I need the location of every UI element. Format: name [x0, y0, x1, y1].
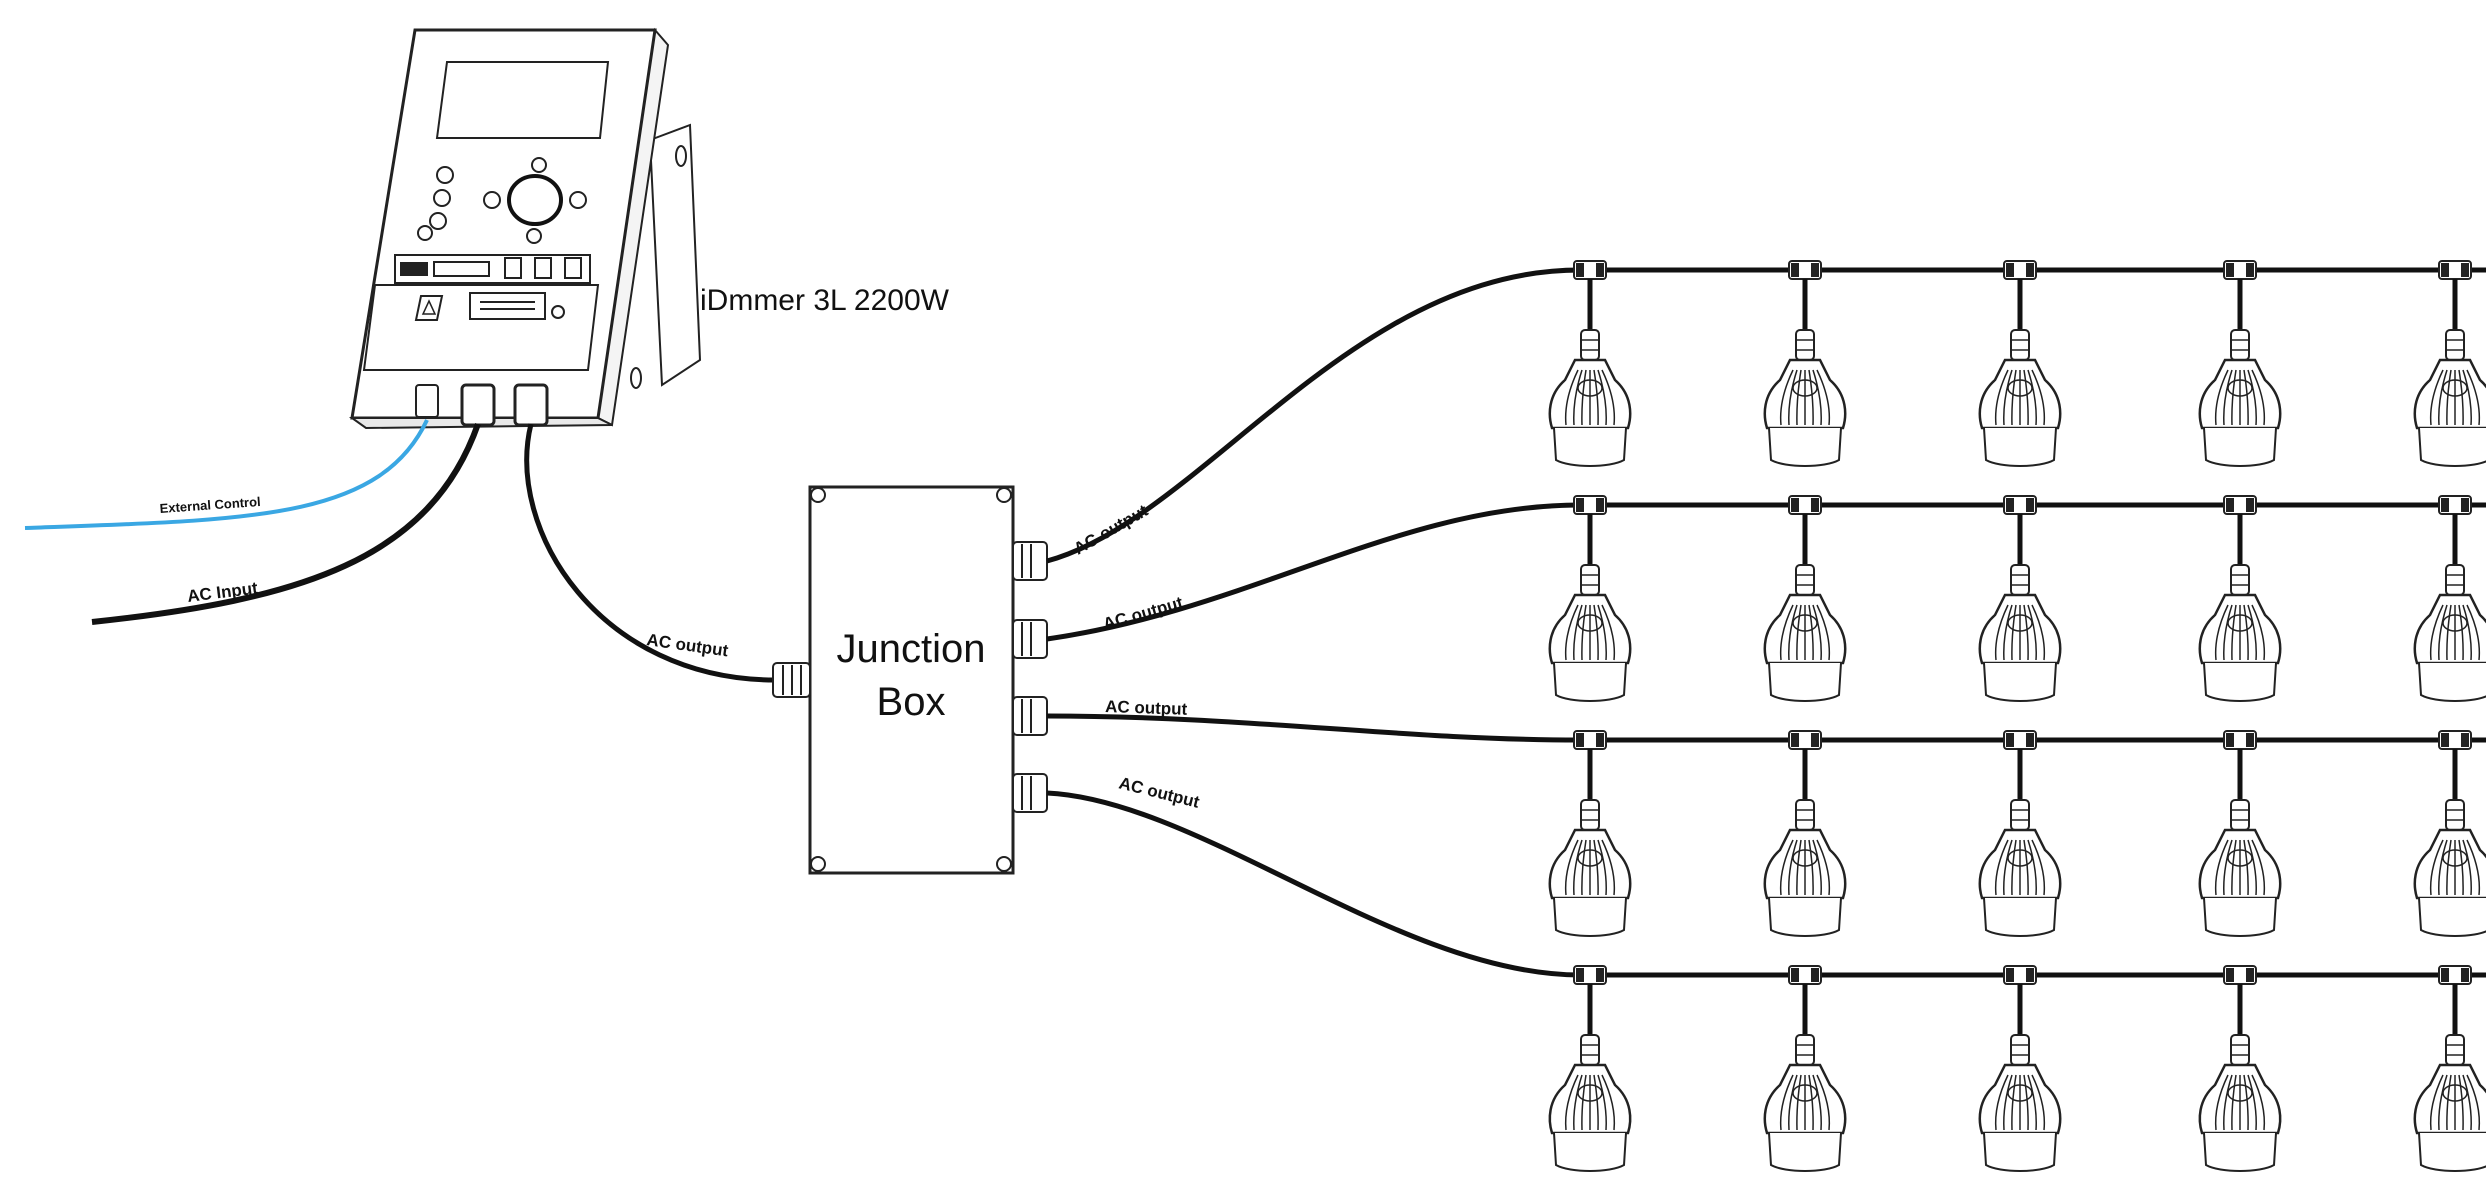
festoon-lamp	[1548, 495, 1632, 702]
festoon-lamp	[1978, 730, 2062, 937]
output-cable-4	[1046, 790, 1581, 978]
junction-box-label-line2: Box	[877, 680, 946, 724]
festoon-lamp	[2198, 260, 2282, 467]
festoon-lamp	[1548, 730, 1632, 937]
external-control-label: External Control	[159, 494, 261, 516]
festoon-lamp	[1548, 260, 1632, 467]
external-control-cable	[24, 419, 429, 530]
festoon-lamp	[2198, 495, 2282, 702]
festoon-lamp	[1763, 495, 1847, 702]
festoon-lamp	[1978, 965, 2062, 1172]
festoon-lamp	[2413, 730, 2486, 937]
festoon-lamp	[2198, 730, 2282, 937]
festoon-lamp	[1548, 965, 1632, 1172]
festoon-lamp	[2413, 965, 2486, 1172]
output-cable-1	[1046, 267, 1581, 564]
festoon-lamp	[2198, 965, 2282, 1172]
festoon-lamp	[1978, 495, 2062, 702]
output-cable-2	[1046, 502, 1581, 642]
output-3-label: AC output	[1105, 697, 1188, 719]
ac-input-cable	[91, 422, 481, 625]
lamp-grid	[1548, 260, 2486, 1172]
output-cable-3	[1046, 713, 1581, 743]
festoon-lamp	[1763, 965, 1847, 1172]
dimmer-device	[348, 27, 702, 430]
device-label: iDmmer 3L 2200W	[700, 284, 950, 317]
junction-box-label-line1: Junction	[837, 627, 986, 671]
dimmer-output-cable	[524, 423, 776, 683]
festoon-lamp	[1978, 260, 2062, 467]
festoon-lamp	[2413, 495, 2486, 702]
festoon-lamp	[1763, 730, 1847, 937]
festoon-lamp	[1763, 260, 1847, 467]
